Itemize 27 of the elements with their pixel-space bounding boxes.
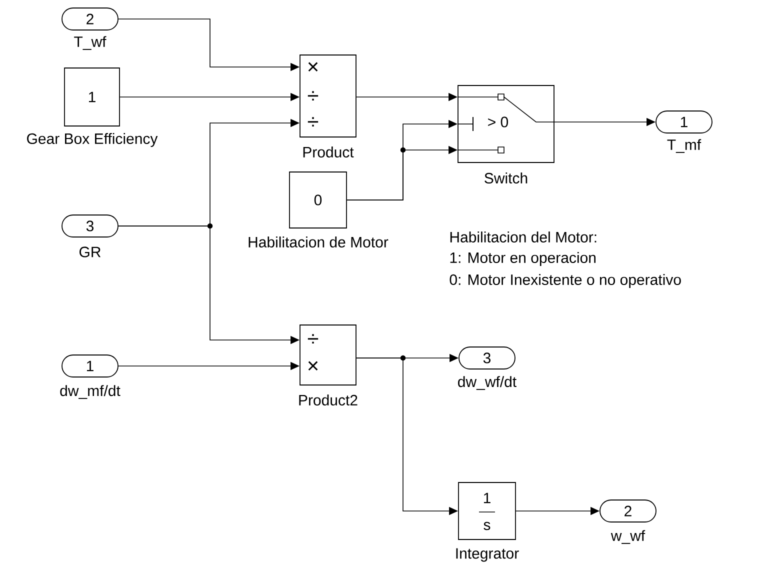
block-label: Switch: [484, 172, 528, 184]
port-block: 2: [600, 500, 656, 522]
block: ÷ ×: [300, 324, 356, 386]
block-label: Product: [303, 146, 354, 158]
block-label: w_wf: [610, 530, 646, 544]
port-block: 3: [62, 214, 118, 238]
block: 0: [289, 172, 347, 228]
block-label: Gear Box Efficiency: [27, 133, 158, 147]
block-label: T_wf: [74, 36, 106, 50]
port-block: 3: [458, 346, 516, 370]
integrator-block: 1 s: [458, 482, 516, 540]
note-text: Habilitacion del Motor:: [450, 232, 596, 242]
block: × ÷ ÷: [300, 54, 356, 138]
block-label: dw_wf/dt: [458, 376, 516, 390]
port-block: 2: [62, 8, 118, 30]
block-label: Habilitacion de Motor: [248, 236, 388, 248]
block-label: Integrator: [456, 548, 519, 562]
block-label: Product2: [299, 394, 358, 406]
block-label: T_mf: [667, 139, 702, 153]
port-block: 1: [656, 110, 712, 134]
block-label: GR: [80, 246, 101, 258]
block: 1: [64, 68, 120, 126]
port-block: 1: [62, 354, 118, 378]
block-label: dw_mf/dt: [60, 385, 120, 399]
note-text: 1: Motor en operacion: [450, 252, 596, 266]
switch-block: > 0: [457, 85, 555, 163]
note-text: 0: Motor Inexistente o no operativo: [450, 274, 681, 288]
